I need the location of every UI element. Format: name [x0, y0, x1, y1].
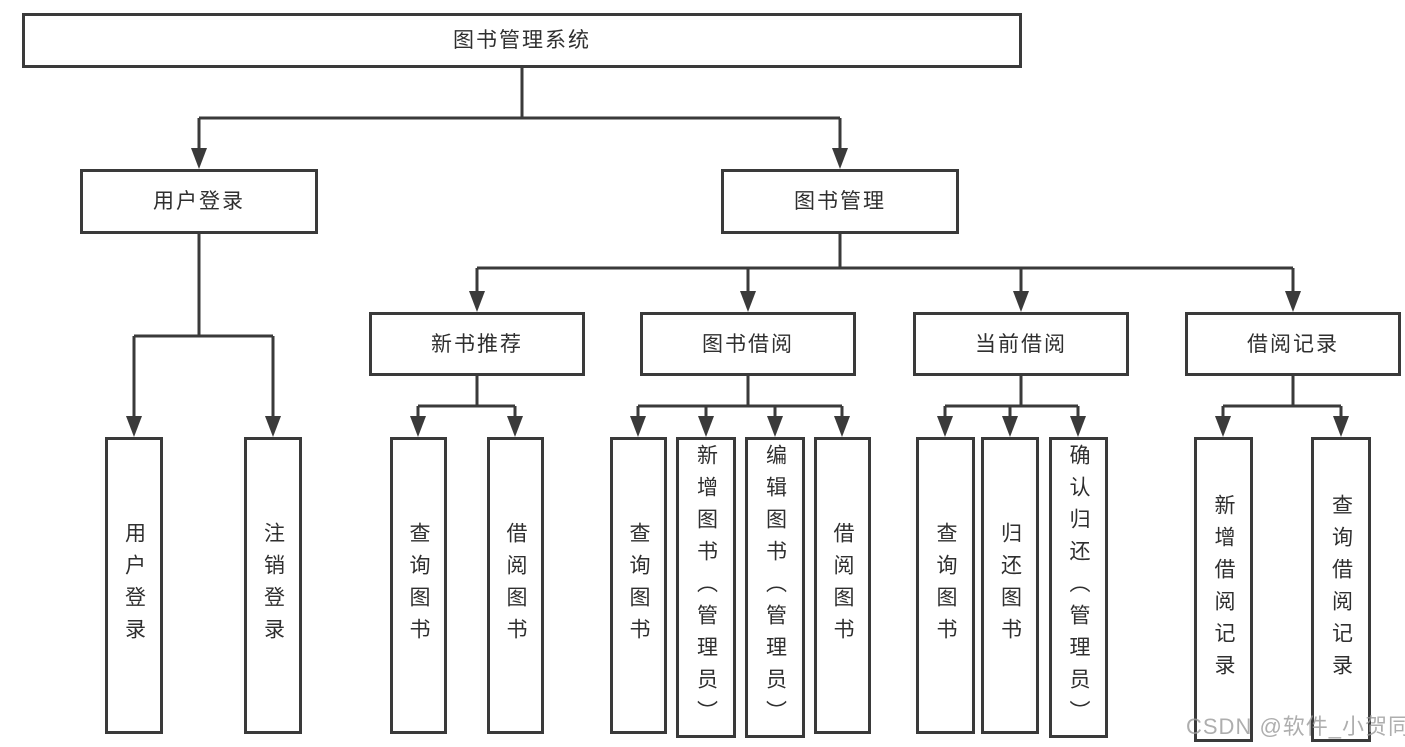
- leaf-return-books-label: 归还图书: [998, 521, 1022, 650]
- node-book-management-label: 图书管理: [794, 190, 886, 213]
- leaf-logout-label: 注销登录: [261, 521, 285, 650]
- node-borrowing-records-label: 借阅记录: [1247, 332, 1339, 356]
- leaf-logout: 注销登录: [244, 437, 302, 734]
- node-current-borrowing: 当前借阅: [913, 312, 1129, 376]
- leaf-confirm-return-admin-label: 确认归还（管理员）: [1067, 443, 1090, 732]
- leaf-confirm-return-admin: 确认归还（管理员）: [1049, 437, 1108, 738]
- node-current-borrowing-label: 当前借阅: [975, 332, 1067, 356]
- node-book-management: 图书管理: [721, 169, 959, 234]
- leaf-add-borrow-record: 新增借阅记录: [1194, 437, 1253, 742]
- leaf-borrow-books: 借阅图书: [814, 437, 871, 734]
- leaf-query-books-borrow-label: 查询图书: [627, 521, 650, 650]
- leaf-borrow-books-recommend: 借阅图书: [487, 437, 544, 734]
- leaf-user-login-label: 用户登录: [122, 521, 146, 650]
- leaf-add-books-admin: 新增图书（管理员）: [676, 437, 736, 738]
- node-user-login-label: 用户登录: [153, 190, 245, 213]
- leaf-query-books-borrow: 查询图书: [610, 437, 667, 734]
- leaf-user-login: 用户登录: [105, 437, 163, 734]
- node-borrowing-records: 借阅记录: [1185, 312, 1401, 376]
- leaf-borrow-books-recommend-label: 借阅图书: [504, 521, 527, 650]
- leaf-edit-books-admin: 编辑图书（管理员）: [745, 437, 805, 738]
- leaf-return-books: 归还图书: [981, 437, 1039, 734]
- leaf-query-borrow-record: 查询借阅记录: [1311, 437, 1371, 742]
- leaf-add-books-admin-label: 新增图书（管理员）: [694, 443, 718, 732]
- node-new-book-recommendation: 新书推荐: [369, 312, 585, 376]
- node-book-borrowing: 图书借阅: [640, 312, 856, 376]
- node-user-login: 用户登录: [80, 169, 318, 234]
- leaf-edit-books-admin-label: 编辑图书（管理员）: [763, 443, 787, 732]
- csdn-watermark: CSDN @软件_小贺同学: [1186, 714, 1405, 739]
- node-new-book-recommendation-label: 新书推荐: [431, 332, 523, 356]
- node-book-borrowing-label: 图书借阅: [702, 332, 794, 356]
- leaf-query-books-recommend: 查询图书: [390, 437, 447, 734]
- leaf-query-books-current: 查询图书: [916, 437, 975, 734]
- leaf-query-borrow-record-label: 查询借阅记录: [1329, 493, 1353, 686]
- leaf-borrow-books-label: 借阅图书: [831, 521, 854, 650]
- node-library-management-system-label: 图书管理系统: [453, 29, 591, 52]
- leaf-add-borrow-record-label: 新增借阅记录: [1212, 493, 1235, 686]
- leaf-query-books-current-label: 查询图书: [934, 521, 957, 650]
- leaf-query-books-recommend-label: 查询图书: [407, 521, 430, 650]
- node-library-management-system: 图书管理系统: [22, 13, 1022, 68]
